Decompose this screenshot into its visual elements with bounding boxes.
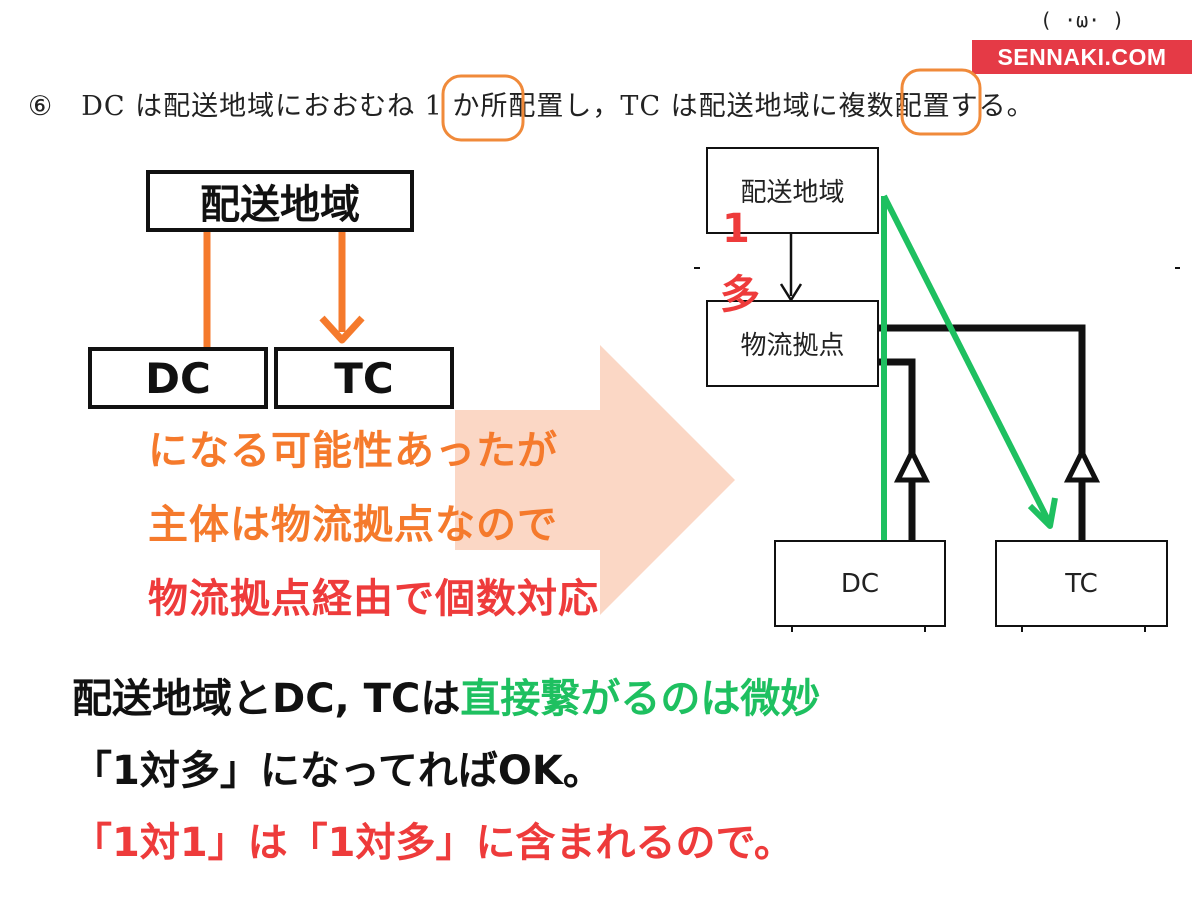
left-box-tc: TC	[274, 347, 454, 409]
green-arrowhead	[1027, 497, 1058, 529]
highlight-circle-one	[441, 74, 525, 142]
left-arrowhead-tc	[319, 315, 365, 344]
site-logo: SENNAKI.COM	[972, 40, 1192, 74]
big-arrow	[455, 345, 735, 615]
logo-face: ( ·ω· )	[1040, 8, 1125, 32]
explanation-line-2: 主体は物流拠点なので	[148, 502, 558, 548]
bottom-line-2: 「1対多」になってればOK。	[72, 748, 603, 794]
right-box-delivery-area: 配送地域	[706, 147, 879, 234]
label-one: 1	[722, 206, 750, 252]
green-line-to-tc	[881, 194, 1053, 526]
bottom-line-1-highlight: 直接繋がるのは微妙	[460, 676, 821, 722]
explanation-line-1: になる可能性あったが	[148, 428, 558, 474]
bottom-line-1-prefix: 配送地域とDC, TCは	[72, 676, 461, 722]
right-box-logistics-hub: 物流拠点	[706, 300, 879, 387]
right-box-tc: TC	[995, 540, 1168, 627]
left-box-dc: DC	[88, 347, 268, 409]
explanation-line-3: 物流拠点経由で個数対応	[148, 576, 599, 622]
bottom-line-1: 配送地域とDC, TCは直接繋がるのは微妙	[72, 666, 820, 724]
highlight-circle-many	[900, 68, 982, 136]
question-text: ⑥ DC は配送地域におおむね 1 か所配置し，TC は配送地域に複数配置する。	[28, 91, 1035, 122]
label-many: 多	[720, 272, 760, 318]
bottom-line-3: 「1対1」は「1対多」に含まれるので。	[72, 820, 794, 866]
left-box-delivery-area: 配送地域	[146, 170, 414, 232]
triangle-dc	[893, 446, 931, 483]
right-box-dc: DC	[774, 540, 946, 627]
triangle-tc	[1063, 446, 1101, 483]
